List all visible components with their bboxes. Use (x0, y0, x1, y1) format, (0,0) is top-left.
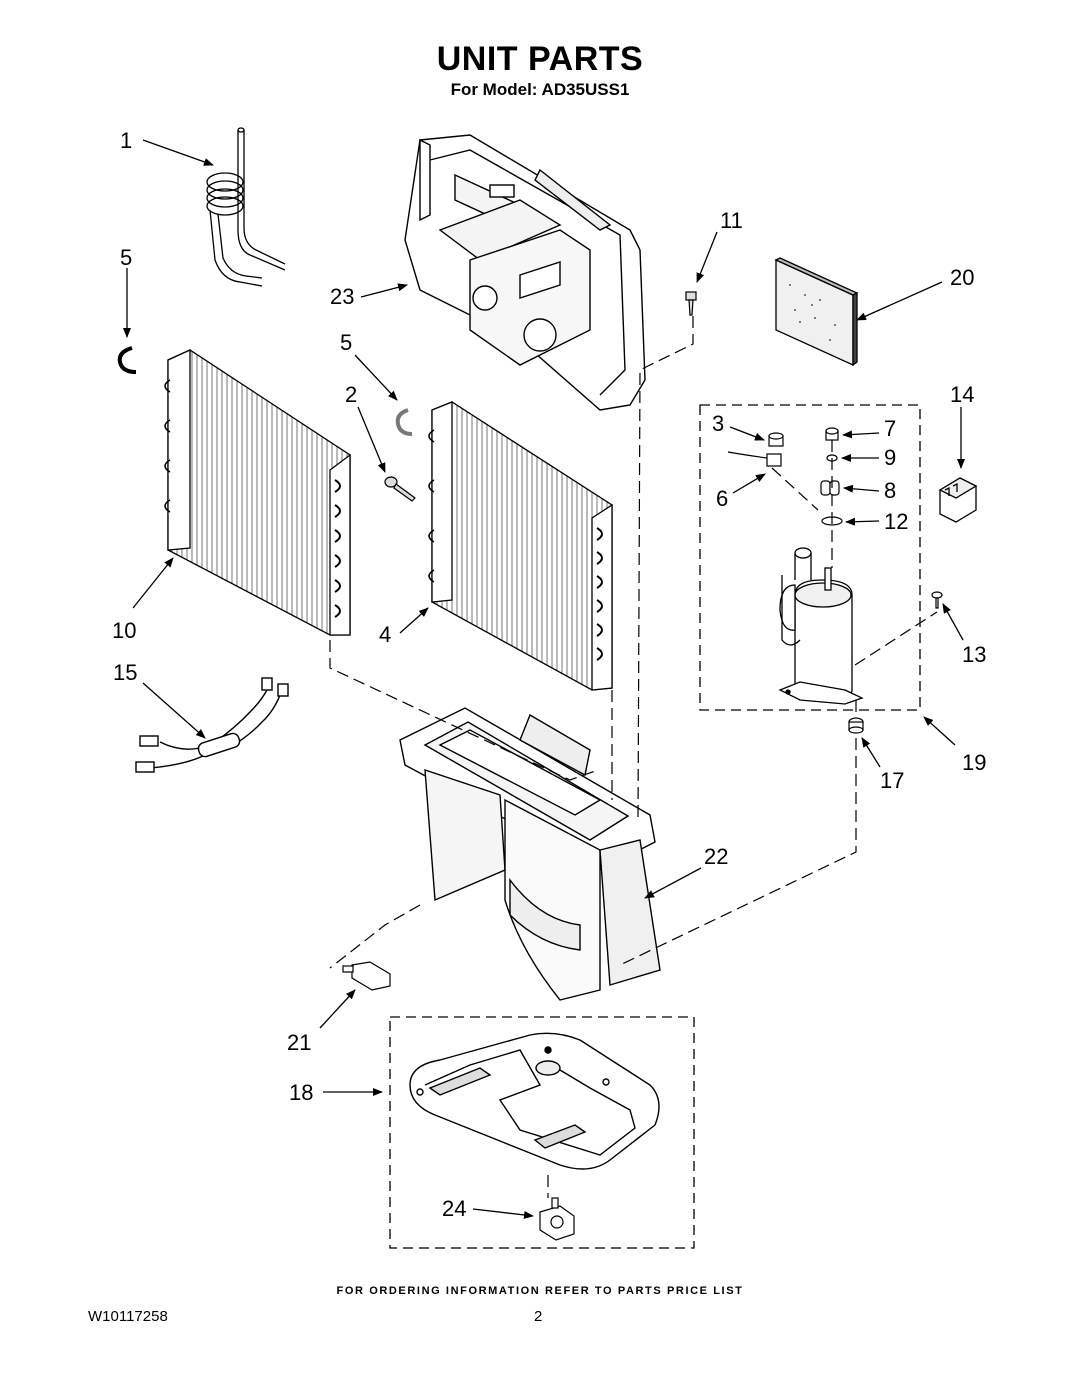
page-number: 2 (534, 1308, 543, 1325)
page-title: UNIT PARTS (436, 40, 644, 78)
callout-18: 18 (289, 1080, 313, 1105)
condenser-coil-part-10 (164, 348, 351, 636)
wire-harness-part-15 (135, 677, 289, 773)
caster-base-box-part-18 (389, 1016, 695, 1249)
clip-part-5-left (117, 346, 137, 374)
callout-5b: 5 (340, 330, 352, 355)
callout-11: 11 (720, 208, 743, 233)
assembly-lines (329, 316, 938, 1198)
document-number: W10117258 (88, 1308, 168, 1325)
callout-17: 17 (880, 768, 904, 793)
relay-part-14 (938, 477, 978, 523)
mount-part-8 (820, 480, 840, 496)
callout-9: 9 (884, 445, 896, 470)
callout-8: 8 (884, 478, 896, 503)
grommet-part-3 (768, 432, 784, 447)
callout-22: 22 (704, 844, 728, 869)
callout-arrows (123, 139, 965, 1219)
callout-5a: 5 (120, 245, 132, 270)
grommet-part-17 (848, 717, 864, 734)
caster-base-part-18 (409, 1032, 660, 1170)
screw-part-2 (384, 476, 416, 502)
callout-3: 3 (712, 411, 724, 436)
callout-13: 13 (962, 642, 986, 667)
filter-panel-part-20 (774, 257, 859, 367)
callout-15: 15 (113, 660, 137, 685)
callout-12: 12 (884, 509, 908, 534)
callout-labels: 1 5 23 11 20 5 2 14 3 7 9 6 8 12 10 4 13… (112, 128, 986, 1221)
callout-10: 10 (112, 618, 136, 643)
callout-2: 2 (345, 382, 357, 407)
ordering-note: FOR ORDERING INFORMATION REFER TO PARTS … (336, 1285, 744, 1297)
callout-6: 6 (716, 486, 728, 511)
callout-20: 20 (950, 265, 974, 290)
callout-24: 24 (442, 1196, 466, 1221)
screw-part-13 (931, 591, 943, 609)
callout-1: 1 (120, 128, 132, 153)
top-housing-part-23 (404, 134, 646, 411)
clip-part-5-center (395, 408, 413, 436)
callout-23: 23 (330, 284, 354, 309)
base-pan-part-22 (399, 707, 661, 1001)
nut-part-7 (825, 427, 839, 441)
caster-part-24 (539, 1197, 575, 1241)
evaporator-coil-part-4 (428, 401, 613, 691)
callout-14: 14 (950, 382, 974, 407)
switch-part-21 (342, 961, 391, 991)
screw-part-11 (685, 291, 697, 316)
callout-4: 4 (379, 622, 391, 647)
compressor-part (778, 547, 864, 705)
callout-21: 21 (287, 1030, 311, 1055)
capillary-tube-part-1 (206, 127, 286, 287)
callout-19: 19 (962, 750, 986, 775)
callout-7: 7 (884, 416, 896, 441)
sensor-part-6 (727, 451, 782, 467)
compressor-assembly-box-part-19 (699, 404, 921, 711)
model-subtitle: For Model: AD35USS1 (450, 80, 630, 99)
